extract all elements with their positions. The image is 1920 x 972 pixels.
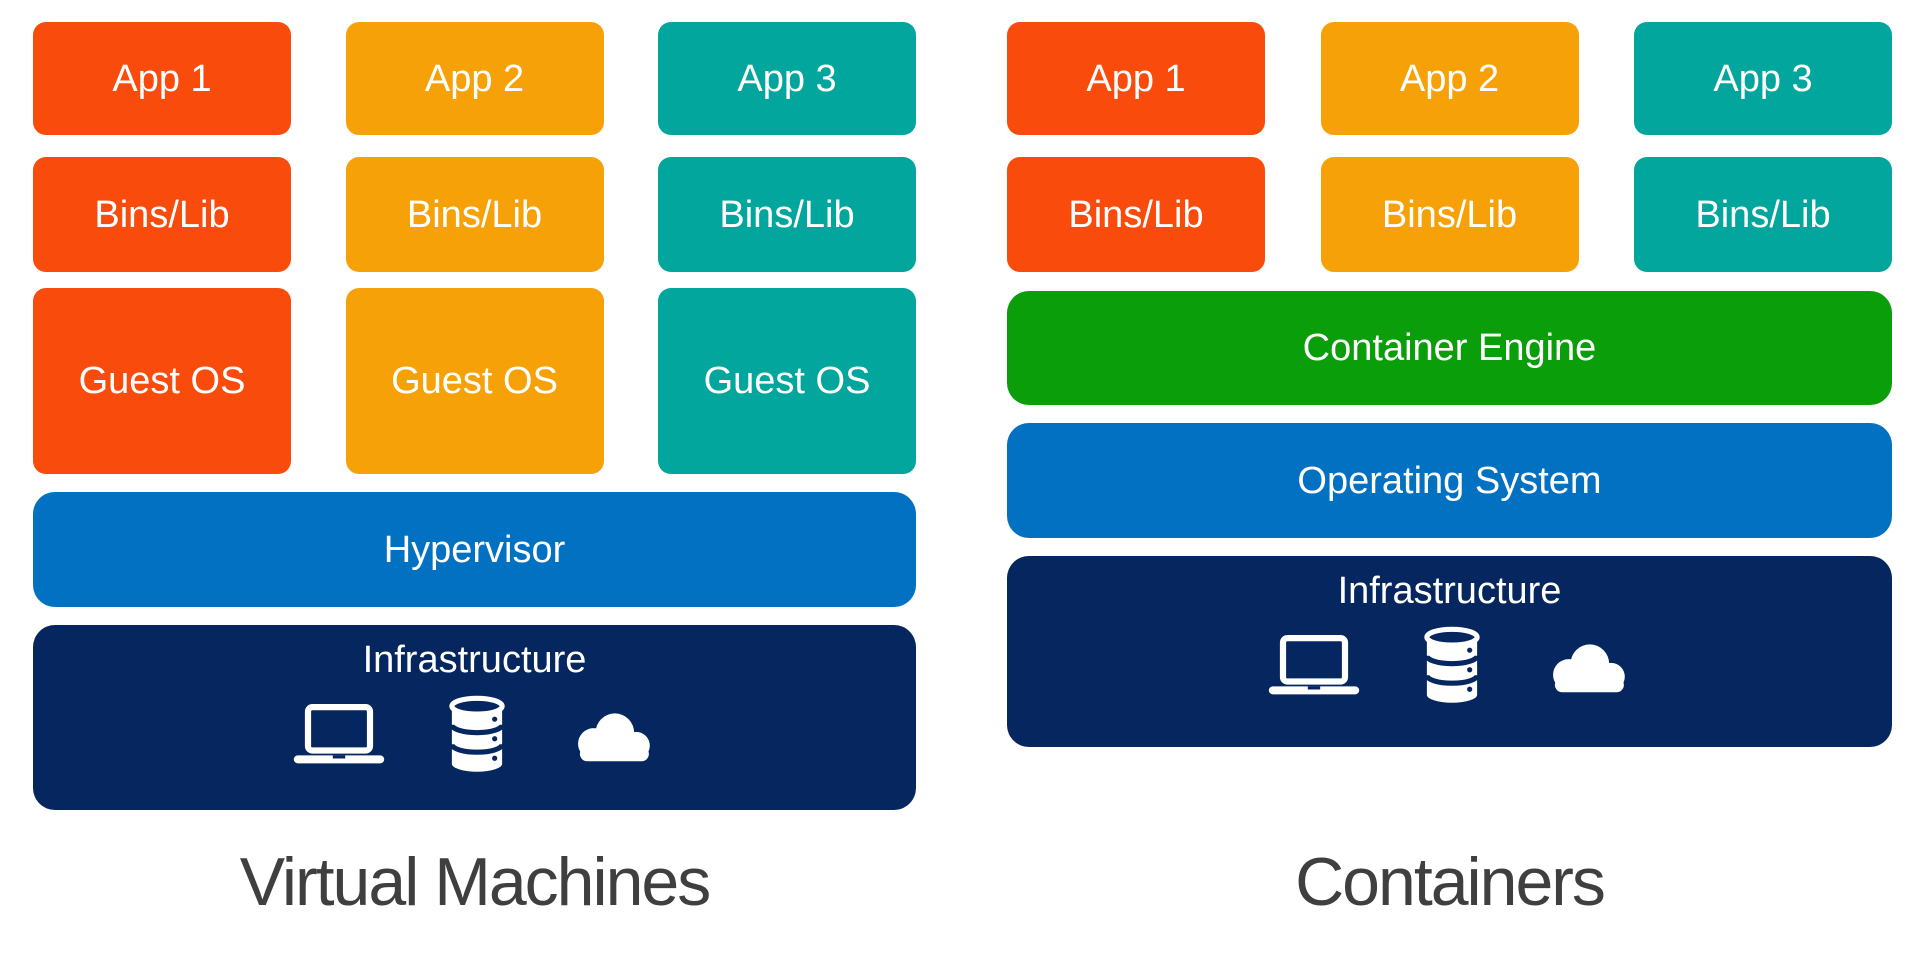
vm-app2-box: App 2: [345, 22, 604, 135]
vm-bins2-box: Bins/Lib: [345, 157, 604, 272]
vm-app3-box: App 3: [658, 22, 916, 135]
vm-title: Virtual Machines: [239, 844, 711, 920]
operating-system-layer: Operating System: [1007, 423, 1892, 538]
vm-guestos2-box: Guest OS: [345, 288, 604, 474]
ct-stack-3: App 3 Bins/Lib: [1634, 22, 1892, 272]
cloud-icon: [577, 712, 650, 761]
ct-infrastructure-icons: [1266, 626, 1634, 706]
vm-guestos1-box: Guest OS: [33, 288, 291, 474]
laptop-icon: [293, 704, 384, 764]
vm-stack-3: App 3 Bins/Lib Guest OS: [658, 22, 916, 474]
container-engine-layer: Container Engine: [1007, 291, 1892, 405]
hypervisor-layer: Hypervisor: [33, 492, 916, 607]
ct-app2-box: App 2: [1320, 22, 1579, 135]
database-icon: [1423, 626, 1480, 703]
vm-stacks-row: App 1 Bins/Lib Guest OS App 2 Bins/Lib G…: [33, 22, 916, 474]
vm-guestos3-box: Guest OS: [658, 288, 916, 474]
vm-infrastructure-icons: [291, 695, 659, 775]
laptop-icon: [1268, 635, 1359, 695]
containers-stacks-row: App 1 Bins/Lib App 2 Bins/Lib App 3 Bins…: [1007, 22, 1892, 272]
ct-app3-box: App 3: [1634, 22, 1892, 135]
vm-stack-2: App 2 Bins/Lib Guest OS: [345, 22, 604, 474]
database-icon: [448, 695, 505, 772]
ct-infrastructure-layer: Infrastructure: [1007, 556, 1892, 747]
ct-bins2-box: Bins/Lib: [1320, 157, 1579, 272]
containers-title: Containers: [1295, 844, 1606, 920]
ct-stack-1: App 1 Bins/Lib: [1007, 22, 1265, 272]
vm-app1-box: App 1: [33, 22, 291, 135]
vm-panel: App 1 Bins/Lib Guest OS App 2 Bins/Lib G…: [33, 22, 916, 970]
vm-stack-1: App 1 Bins/Lib Guest OS: [33, 22, 291, 474]
ct-bins1-box: Bins/Lib: [1007, 157, 1265, 272]
vm-infrastructure-label: Infrastructure: [362, 639, 587, 681]
vm-bins1-box: Bins/Lib: [33, 157, 291, 272]
vm-bins3-box: Bins/Lib: [658, 157, 916, 272]
cloud-icon: [1552, 643, 1625, 692]
containers-panel: App 1 Bins/Lib App 2 Bins/Lib App 3 Bins…: [1007, 22, 1892, 970]
ct-infrastructure-label: Infrastructure: [1337, 570, 1562, 612]
ct-stack-2: App 2 Bins/Lib: [1320, 22, 1579, 272]
ct-bins3-box: Bins/Lib: [1634, 157, 1892, 272]
vm-infrastructure-layer: Infrastructure: [33, 625, 916, 810]
ct-app1-box: App 1: [1007, 22, 1265, 135]
